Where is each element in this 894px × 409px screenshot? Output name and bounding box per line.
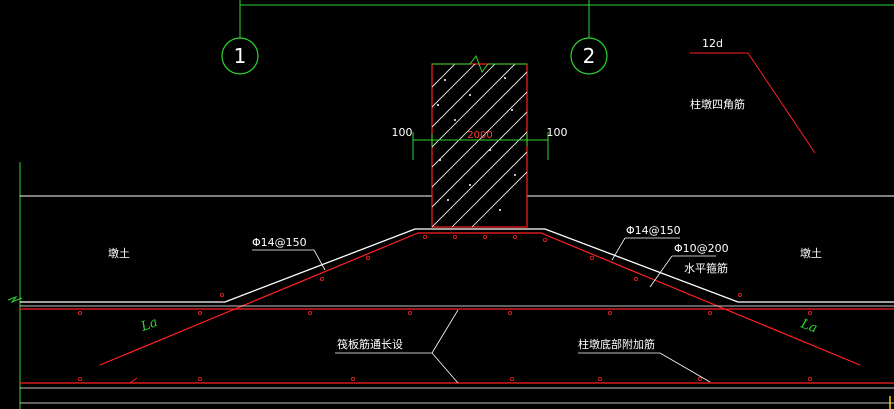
label-column-corner-bars: 柱墩四角筋 [690, 97, 745, 111]
grid-axis-2-label: 2 [583, 44, 596, 68]
slope-bar-right-callout: Φ14@150 [611, 224, 681, 261]
label-pier-bottom-bars: 柱墩底部附加筋 [578, 337, 655, 351]
horizontal-hoop-callout: Φ10@200 水平箍筋 [649, 242, 729, 288]
column [431, 54, 528, 228]
grid-axis-1: 1 [221, 0, 259, 75]
label-slope-bar-left: Φ14@150 [252, 236, 307, 249]
rebar-dots [78, 234, 813, 381]
anchorage-12d-leader: 12d [690, 37, 816, 154]
label-slope-bar-right: Φ14@150 [626, 224, 681, 237]
raft-through-bars-callout: 筏板筋通长设 [335, 309, 459, 384]
dimension-left-100: 100 [392, 126, 413, 139]
label-la-right: La [798, 316, 819, 336]
slope-rebar [99, 232, 861, 366]
label-la-left: La [138, 315, 159, 335]
label-soil-right: 墩土 [800, 246, 822, 260]
label-horizontal-hoop-note: 水平箍筋 [684, 261, 728, 275]
dimension-group: 100 100 2000 [392, 126, 568, 160]
label-12d: 12d [702, 37, 723, 50]
pier-outline [20, 228, 894, 303]
pier-bottom-bars-callout: 柱墩底部附加筋 [578, 337, 711, 383]
dimension-right-100: 100 [547, 126, 568, 139]
grid-axis-1-label: 1 [234, 44, 247, 68]
break-symbol [7, 295, 23, 304]
label-raft-through-bars: 筏板筋通长设 [337, 337, 403, 351]
dimension-column-width: 2000 [467, 130, 492, 141]
slope-bar-left-callout: Φ14@150 [252, 236, 326, 271]
bottom-bar-hook [129, 377, 138, 384]
label-soil-left: 墩土 [108, 246, 130, 260]
label-horizontal-hoop: Φ10@200 [674, 242, 729, 255]
grid-axis-2: 2 [570, 0, 608, 75]
